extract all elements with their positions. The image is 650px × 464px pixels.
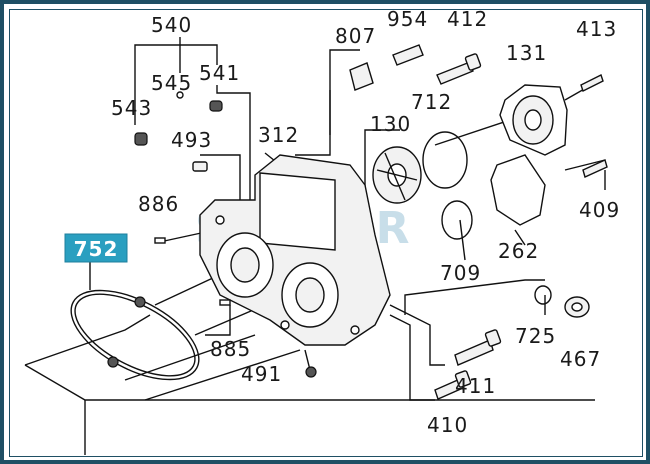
part-885-pin: [219, 299, 231, 306]
part-131-cover: [499, 84, 568, 156]
callout-labels: 540 545 541 543 493 807 954 412 131 413 …: [111, 10, 620, 437]
callout-262[interactable]: 262: [498, 239, 539, 263]
part-467-plug: [564, 296, 590, 318]
callout-312[interactable]: 312: [258, 123, 299, 147]
callout-807[interactable]: 807: [335, 24, 376, 48]
part-312-housing: [199, 154, 391, 346]
callout-413[interactable]: 413: [576, 17, 617, 41]
part-709-oring: [441, 200, 473, 240]
callout-712[interactable]: 712: [411, 90, 452, 114]
part-410-bolt: [434, 370, 472, 400]
highlight-badge-752[interactable]: 752: [64, 233, 128, 263]
callout-709[interactable]: 709: [440, 261, 481, 285]
callout-130[interactable]: 130: [370, 112, 411, 136]
part-412-bolt: [436, 53, 482, 85]
part-725-oring: [534, 285, 552, 305]
part-545-pin: [176, 91, 184, 99]
callout-491[interactable]: 491: [241, 362, 282, 386]
callout-541[interactable]: 541: [199, 61, 240, 85]
callout-409[interactable]: 409: [579, 198, 620, 222]
part-493-fitting: [192, 161, 208, 172]
callout-885[interactable]: 885: [210, 337, 251, 361]
callout-131[interactable]: 131: [506, 41, 547, 65]
part-262-plate: [490, 154, 546, 226]
callout-467[interactable]: 467: [560, 347, 601, 371]
part-413-bolt: [580, 74, 604, 92]
callout-886[interactable]: 886: [138, 192, 179, 216]
part-491-plug: [305, 366, 317, 378]
part-541-plug: [209, 100, 223, 112]
part-752-gasket: [70, 289, 200, 381]
exploded-parts-diagram: SUNCAR: [24, 10, 620, 455]
part-411-bolt: [454, 329, 502, 366]
part-409-bolt: [582, 159, 608, 178]
callout-543[interactable]: 543: [111, 96, 152, 120]
callout-493[interactable]: 493: [171, 128, 212, 152]
callout-540[interactable]: 540: [151, 13, 192, 37]
diagram-canvas: SUNCAR: [9, 9, 643, 457]
part-712-oring: [422, 131, 468, 189]
part-807-nut: [349, 62, 374, 91]
callout-725[interactable]: 725: [515, 324, 556, 348]
callout-411[interactable]: 411: [455, 374, 496, 398]
part-130-impeller: [372, 146, 422, 204]
callout-545[interactable]: 545: [151, 71, 192, 95]
highlight-badge-label: 752: [74, 237, 119, 261]
part-886-pin: [154, 237, 166, 244]
part-954-bolt: [392, 44, 424, 66]
callout-410[interactable]: 410: [427, 413, 468, 437]
parts: [70, 44, 608, 400]
part-543-cap: [134, 132, 148, 146]
callout-954[interactable]: 954: [387, 10, 428, 31]
callout-412[interactable]: 412: [447, 10, 488, 31]
